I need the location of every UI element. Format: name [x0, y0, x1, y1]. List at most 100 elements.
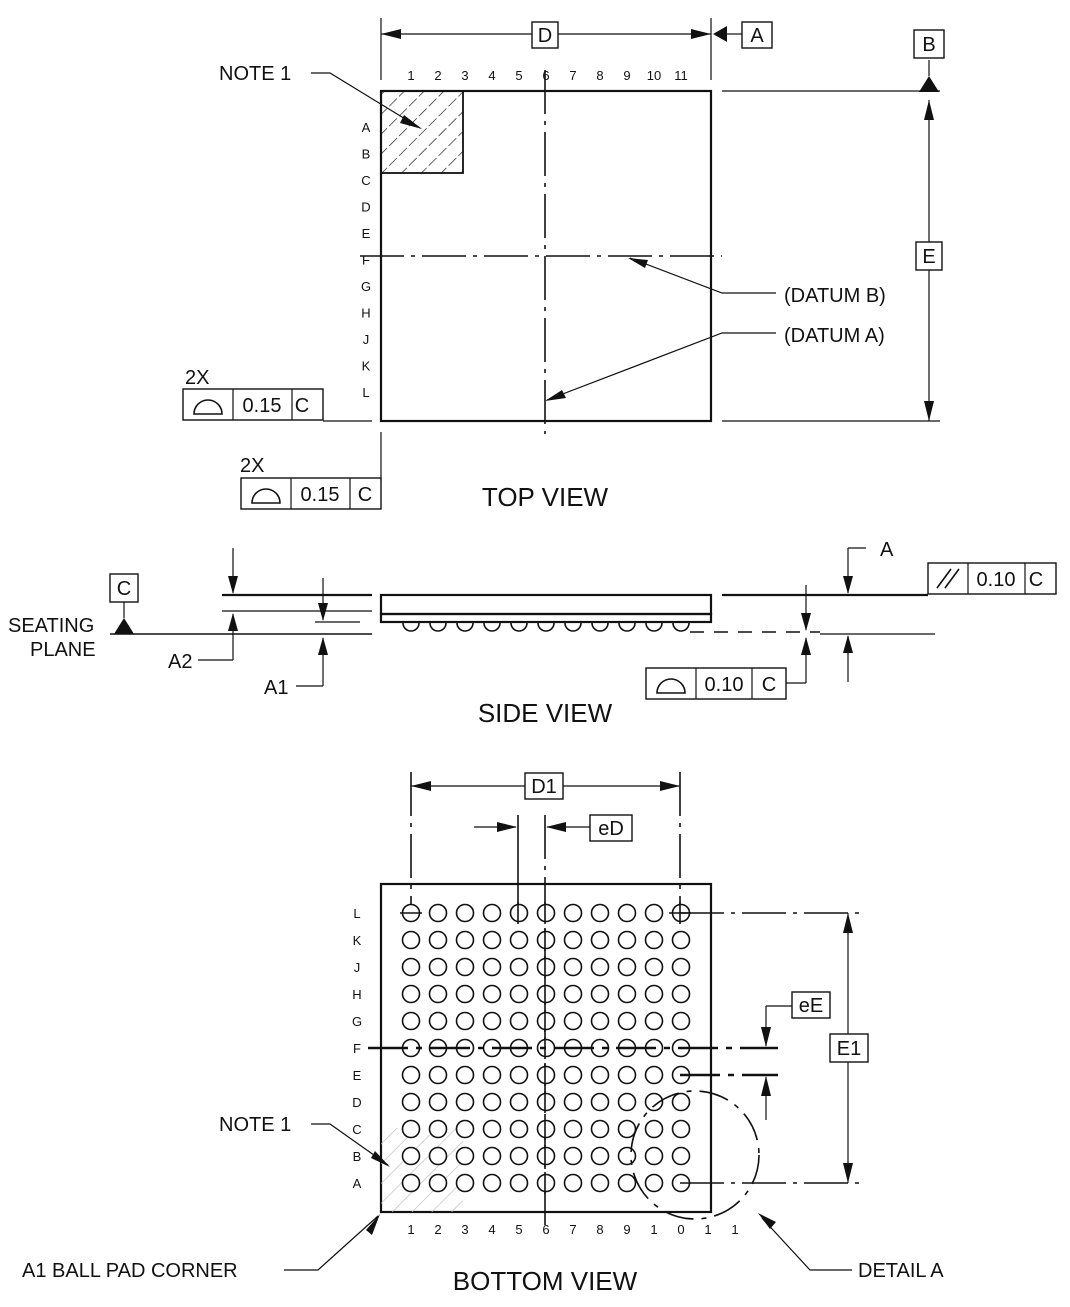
top-row-label: D: [361, 200, 370, 215]
note1-top-arrow: [400, 115, 422, 129]
solder-ball: [536, 903, 556, 923]
bottom-column-label: 0: [677, 1222, 684, 1237]
profile-frame-1-mult: 2X: [185, 367, 209, 389]
top-column-label: 10: [647, 68, 661, 83]
solder-ball: [482, 1146, 502, 1166]
solder-ball: [563, 1011, 583, 1031]
solder-ball: [536, 930, 556, 950]
parallelism-datum: C: [1029, 569, 1043, 591]
solder-ball: [536, 957, 556, 977]
bottom-row-label: B: [353, 1149, 362, 1164]
ee-arrow-bottom: [761, 1076, 771, 1096]
solder-ball: [455, 1092, 475, 1112]
bottom-column-label: 3: [461, 1222, 468, 1237]
solder-ball: [617, 957, 637, 977]
bottom-row-label: F: [353, 1041, 361, 1056]
solder-ball: [509, 984, 529, 1004]
solder-ball: [644, 1146, 664, 1166]
solder-ball: [617, 930, 637, 950]
solder-ball: [428, 1173, 448, 1193]
bottom-column-label: 1: [407, 1222, 414, 1237]
side-solder-ball: [483, 622, 501, 632]
bottom-row-label: G: [352, 1014, 362, 1029]
d1-arrow-left: [411, 781, 431, 791]
side-solder-ball: [672, 622, 690, 632]
side-solder-ball: [510, 622, 528, 632]
solder-ball: [509, 1119, 529, 1139]
solder-ball: [590, 903, 610, 923]
d1-label-box: [524, 772, 564, 800]
top-row-label: K: [362, 359, 371, 374]
solder-ball: [401, 1065, 421, 1085]
d-label: D: [538, 25, 552, 47]
top-view-title: TOP VIEW: [482, 482, 609, 512]
solder-ball: [590, 930, 610, 950]
solder-ball: [563, 1146, 583, 1166]
datum-a-label: A: [750, 25, 764, 47]
side-package-substrate: [379, 612, 713, 624]
solder-ball: [590, 1065, 610, 1085]
a1-arrow-bottom: [318, 637, 328, 655]
top-column-label: 5: [515, 68, 522, 83]
solder-ball: [509, 903, 529, 923]
solder-ball: [428, 984, 448, 1004]
solder-ball: [428, 1092, 448, 1112]
side-view-title: SIDE VIEW: [478, 698, 613, 728]
solder-ball: [563, 1065, 583, 1085]
solder-ball: [455, 930, 475, 950]
bottom-column-label: 5: [515, 1222, 522, 1237]
solder-ball: [671, 1092, 691, 1112]
e1-arrow-top: [843, 913, 853, 933]
top-column-label: 8: [596, 68, 603, 83]
bottom-column-label: 1: [731, 1222, 738, 1237]
bottom-column-label: 7: [569, 1222, 576, 1237]
datum-b-callout: (DATUM B): [784, 285, 886, 307]
solder-ball: [536, 1146, 556, 1166]
datum-b-label: B: [922, 34, 935, 56]
datum-a-triangle: [713, 26, 727, 42]
datum-b-callout-arrow: [628, 258, 648, 268]
top-column-label: 4: [488, 68, 495, 83]
ee-arrow-top: [761, 1027, 771, 1047]
e-arrow-bottom: [924, 401, 934, 421]
solder-ball: [644, 984, 664, 1004]
d-label-box: [531, 21, 559, 49]
solder-ball: [455, 1011, 475, 1031]
solder-ball: [563, 1092, 583, 1112]
solder-ball: [482, 903, 502, 923]
a-label: A: [880, 539, 894, 561]
note1-top-leader: [311, 72, 421, 129]
solder-ball: [428, 930, 448, 950]
top-row-label: A: [362, 120, 371, 135]
a2-label: A2: [168, 651, 192, 673]
solder-ball: [563, 1119, 583, 1139]
parallelism-icon: [936, 568, 952, 589]
solder-ball: [509, 1146, 529, 1166]
solder-ball: [563, 1173, 583, 1193]
e1-label: E1: [837, 1038, 861, 1060]
solder-ball: [563, 930, 583, 950]
bottom-column-label: 9: [623, 1222, 630, 1237]
solder-ball: [401, 984, 421, 1004]
solder-ball: [563, 957, 583, 977]
datum-b-callout-leader: [629, 257, 776, 294]
solder-ball: [644, 1011, 664, 1031]
solder-ball: [536, 1065, 556, 1085]
solder-ball: [536, 1173, 556, 1193]
detail-a-arrow: [758, 1213, 776, 1229]
side-package-mold: [379, 593, 713, 616]
solder-ball: [455, 1173, 475, 1193]
ed-label: eD: [598, 818, 624, 840]
solder-ball: [644, 1065, 664, 1085]
solder-ball: [590, 1092, 610, 1112]
a1-corner-hatch: [381, 1128, 463, 1212]
solder-ball: [509, 1065, 529, 1085]
solder-ball: [644, 1173, 664, 1193]
profile-frame-2-mult: 2X: [240, 455, 264, 477]
side-solder-ball: [429, 622, 447, 632]
solder-ball: [617, 1146, 637, 1166]
side-solder-ball: [402, 622, 420, 632]
d-arrow-left: [381, 29, 401, 39]
